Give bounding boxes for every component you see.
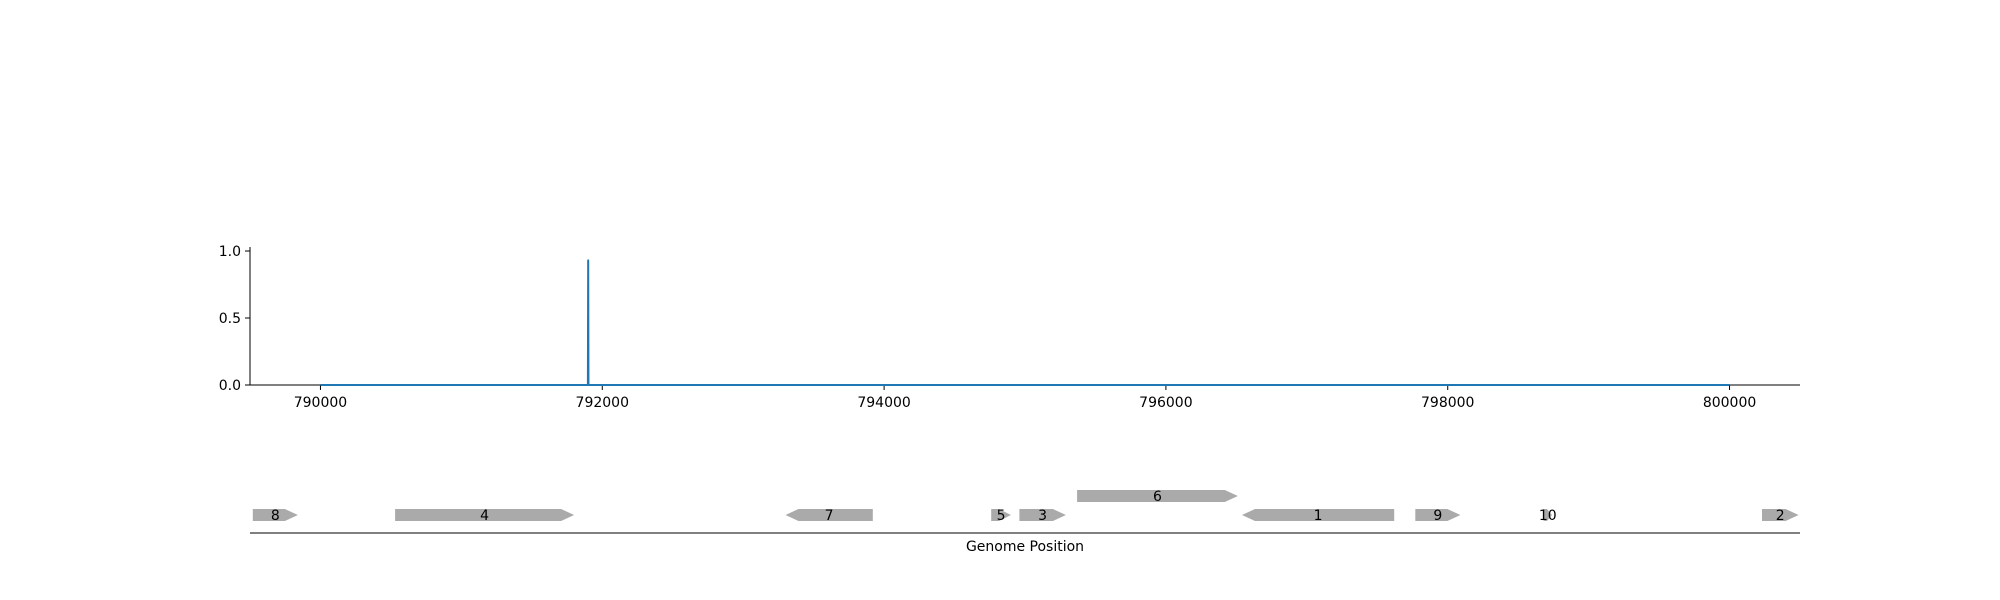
gene-arrow-2 [1762, 509, 1799, 521]
gene-arrow-9 [1415, 509, 1461, 521]
gene-label-2: 2 [1776, 508, 1785, 524]
gene-arrow-5 [991, 509, 1011, 521]
gene-label-9: 9 [1433, 508, 1442, 524]
gene-label-7: 7 [825, 508, 834, 524]
x-tick-label: 792000 [576, 395, 629, 411]
gene-label-1: 1 [1314, 508, 1323, 524]
gene-arrow-7 [785, 509, 873, 521]
y-tick-label: 1.0 [219, 244, 241, 260]
x-tick-label: 798000 [1421, 395, 1474, 411]
y-tick-label: 0.5 [219, 311, 241, 327]
gene-label-8: 8 [271, 508, 280, 524]
gene-arrow-4 [395, 509, 575, 521]
gene-arrow-8 [252, 509, 298, 521]
gene-label-5: 5 [997, 508, 1006, 524]
x-tick-label: 796000 [1139, 395, 1192, 411]
gene-track-xlabel: Genome Position [966, 539, 1084, 555]
gene-label-6: 6 [1153, 489, 1162, 505]
gene-track: Genome Position 8 4 7 5 3 6 1 9 10 2 [250, 489, 1800, 555]
gene-label-3: 3 [1038, 508, 1047, 524]
x-tick-label: 794000 [857, 395, 910, 411]
gene-label-10: 10 [1539, 508, 1557, 524]
x-tick-label: 790000 [294, 395, 347, 411]
coverage-series-line [320, 259, 1730, 386]
gene-arrow-6 [1077, 490, 1238, 502]
gene-arrow-1 [1242, 509, 1395, 521]
gene-arrow-10 [1543, 509, 1552, 521]
gene-arrow-3 [1019, 509, 1066, 521]
x-tick-label: 800000 [1703, 395, 1756, 411]
y-tick-label: 0.0 [219, 378, 241, 394]
gene-label-4: 4 [480, 508, 489, 524]
coverage-plot: 0.0 0.5 1.0 790000 792000 794000 796000 798000 8… [219, 244, 1800, 411]
